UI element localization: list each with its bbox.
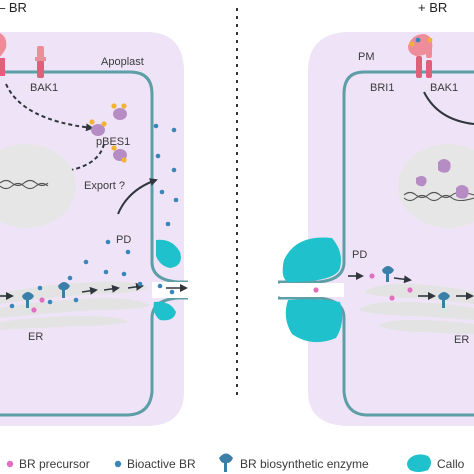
- left-panel: Apoplast BAK1 pBES1 Export ? PD ER: [0, 32, 188, 426]
- right-flow-arrows: [348, 272, 474, 300]
- bri1-receptor-left: [0, 32, 7, 76]
- left-enzymes: [22, 282, 70, 308]
- right-nucleus: [398, 144, 474, 228]
- bri1-label: BRI1: [370, 82, 394, 94]
- left-bioactive-br-dots: [9, 123, 179, 309]
- dephosphorylation-arrow: [5, 83, 94, 132]
- right-condition-label: + BR: [418, 0, 447, 15]
- legend-br-precursor-label: BR precursor: [19, 457, 90, 471]
- bri1-bak1-complex: [408, 34, 433, 78]
- dna-helix-left: [0, 179, 49, 190]
- legend-br-precursor-marker: [6, 460, 14, 468]
- er-label-right: ER: [454, 334, 469, 346]
- legend-bioactive-br-marker: [114, 460, 122, 468]
- pm-label: PM: [358, 51, 375, 63]
- legend-enzyme-label: BR biosynthetic enzyme: [240, 457, 369, 471]
- legend-callose-icon: [407, 454, 431, 472]
- bes1-protein-nuclear: [416, 159, 469, 199]
- right-callose-upper: [282, 237, 341, 282]
- right-plasma-membrane-lower: [278, 296, 474, 417]
- pd-label-right: PD: [352, 249, 367, 261]
- legend-callose-label: Callo: [437, 457, 465, 471]
- er-label-left: ER: [28, 331, 43, 343]
- export-arrow: [117, 178, 158, 215]
- left-pd-arrows: [0, 282, 188, 300]
- left-br-precursor-dots: [31, 297, 45, 313]
- bes1-protein-phospho: [89, 119, 107, 136]
- right-plasma-membrane: [278, 70, 474, 284]
- bes1-protein-lower: [111, 145, 127, 163]
- signaling-arrow: [423, 91, 474, 125]
- left-callose-lower: [153, 301, 176, 321]
- left-nucleus: [0, 144, 76, 228]
- legend: BR precursor Bioactive BR BR biosyntheti…: [6, 453, 465, 472]
- left-er-stack: [0, 281, 150, 330]
- bak1-label-left: BAK1: [30, 82, 58, 94]
- right-panel: PM BRI1 BAK1 PD ER: [278, 32, 474, 426]
- right-callose-lower: [285, 299, 343, 343]
- left-plasmodesma-channel: [152, 282, 188, 298]
- left-cell-wall: [0, 32, 184, 426]
- right-plasmodesma-channel: [280, 283, 344, 297]
- bak1-label-right: BAK1: [430, 82, 458, 94]
- legend-bioactive-br-label: Bioactive BR: [127, 457, 196, 471]
- legend-enzyme-icon: [219, 453, 233, 472]
- left-callose-upper: [156, 239, 181, 268]
- dna-helix-right: [403, 191, 474, 202]
- right-enzymes: [382, 266, 450, 308]
- export-label: Export ?: [84, 180, 125, 192]
- left-condition-label: – BR: [0, 0, 27, 15]
- pd-label-left: PD: [116, 234, 131, 246]
- left-plasma-membrane: [0, 70, 188, 284]
- apoplast-label: Apoplast: [101, 56, 144, 68]
- right-br-precursor-dots: [313, 273, 413, 301]
- left-plasma-membrane-lower: [0, 296, 188, 417]
- bak1-receptor-left: [35, 46, 46, 78]
- bes1-protein-top: [111, 103, 127, 120]
